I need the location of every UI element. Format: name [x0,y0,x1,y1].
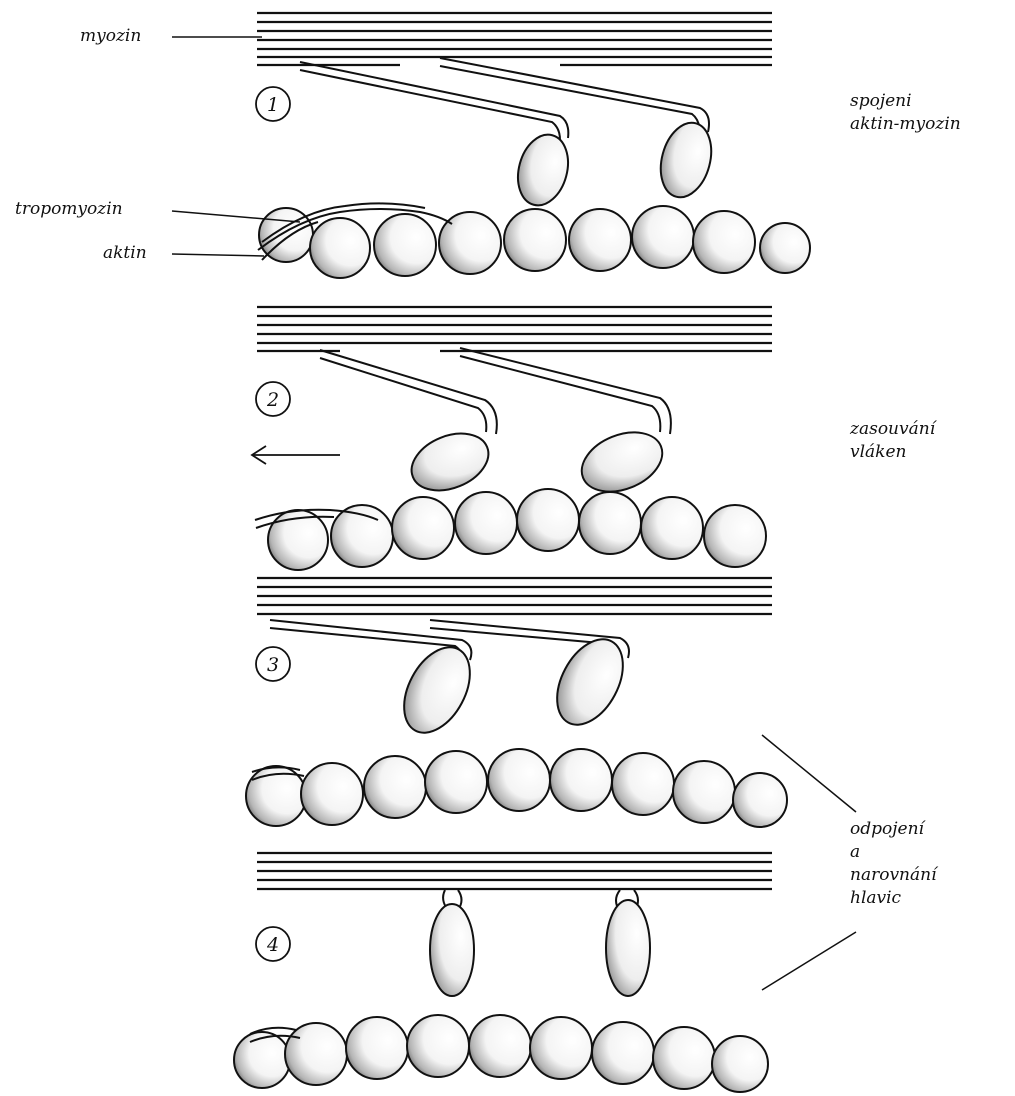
myosin-head [440,58,719,203]
detach-straighten-caption: odpojení a narovnání hlavic [850,818,937,910]
stage-number-badge: 2 [256,382,290,416]
actin-filament [259,206,810,278]
caption-line: aktin-myozin [850,113,961,136]
stage-number-badge: 3 [256,647,290,681]
myosin-filament [257,13,772,65]
myosin-head [270,620,483,744]
caption-line: a [850,841,937,864]
left-arrow-icon [252,446,340,464]
svg-text:4: 4 [266,934,279,956]
actin-filament [246,749,787,827]
caption-line: spojeni [850,90,961,113]
myosin-filament [257,578,772,614]
stage-number-badge: 1 [256,87,290,121]
caption-line: odpojení [850,818,937,841]
myosin-head [430,890,474,996]
stage-2-caption: zasouvání vláken [850,418,935,464]
stage-3: 3 [246,578,787,827]
actin-filament [268,489,766,570]
myosin-label: myozin [80,25,141,48]
svg-text:3: 3 [267,654,279,676]
caption-line: hlavic [850,887,937,910]
caption-line: narovnání [850,864,937,887]
caption-line: zasouvání [850,418,935,441]
actin-label: aktin [103,242,147,265]
myosin-head [460,348,671,503]
stage-4: 4 [234,853,772,1092]
myosin-head [606,890,650,996]
myosin-filament [257,853,772,889]
myosin-head [320,350,497,501]
stage-1-caption: spojeni aktin-myozin [850,90,961,136]
actin-filament [234,1015,768,1092]
stage-number-badge: 4 [256,927,290,961]
myosin-filament [257,307,772,351]
svg-text:2: 2 [266,389,279,411]
caption-line: vláken [850,441,935,464]
tropomyosin-label: tropomyozin [15,198,123,221]
stage-2: 2 [252,307,772,570]
stage-1: 1 [256,13,810,278]
svg-text:1: 1 [267,94,279,116]
